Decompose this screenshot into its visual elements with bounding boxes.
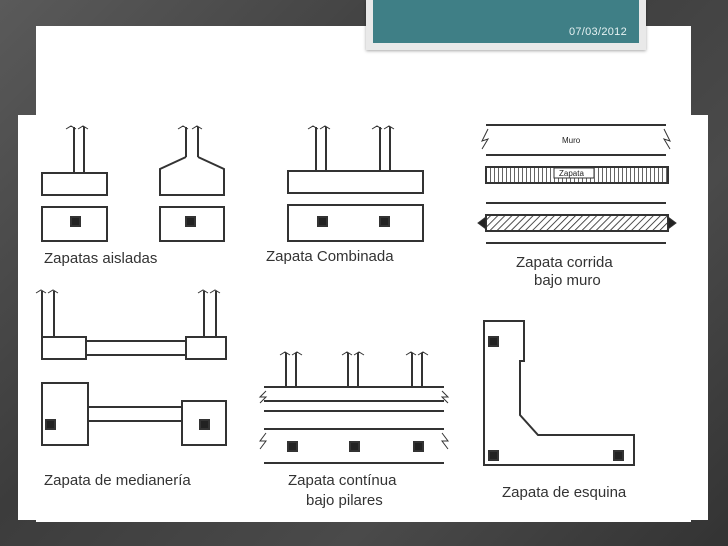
corner-footing-drawing xyxy=(483,320,635,466)
tag-wall: Muro xyxy=(562,136,581,145)
label-isolated-footings: Zapatas aisladas xyxy=(44,250,157,267)
tag-footing: Zapata xyxy=(559,169,584,178)
continuous-footing-drawing xyxy=(258,351,450,464)
label-combined-footing: Zapata Combinada xyxy=(266,248,394,265)
label-continuous-footing-line1: Zapata contínua xyxy=(288,472,397,489)
label-strip-footing-line2: bajo muro xyxy=(534,272,601,289)
party-wall-footing-drawing xyxy=(35,289,227,446)
label-party-wall-footing: Zapata de medianería xyxy=(44,472,191,489)
footing-diagram: Zapatas aisladas Zapata Combinada Zapata… xyxy=(35,124,677,509)
isolated-footings-drawing xyxy=(41,125,225,242)
combined-footing-drawing xyxy=(287,125,424,242)
label-continuous-footing-line2: bajo pilares xyxy=(306,492,383,509)
date-tab: 07/03/2012 xyxy=(366,0,646,50)
strip-footing-wall-drawing xyxy=(477,124,677,244)
date-tab-band: 07/03/2012 xyxy=(373,0,639,43)
label-strip-footing-line1: Zapata corrida xyxy=(516,254,613,271)
slide-date: 07/03/2012 xyxy=(568,26,627,38)
footing-types-figure: Zapatas aisladas Zapata Combinada Zapata… xyxy=(18,115,708,520)
label-corner-footing: Zapata de esquina xyxy=(502,484,627,501)
